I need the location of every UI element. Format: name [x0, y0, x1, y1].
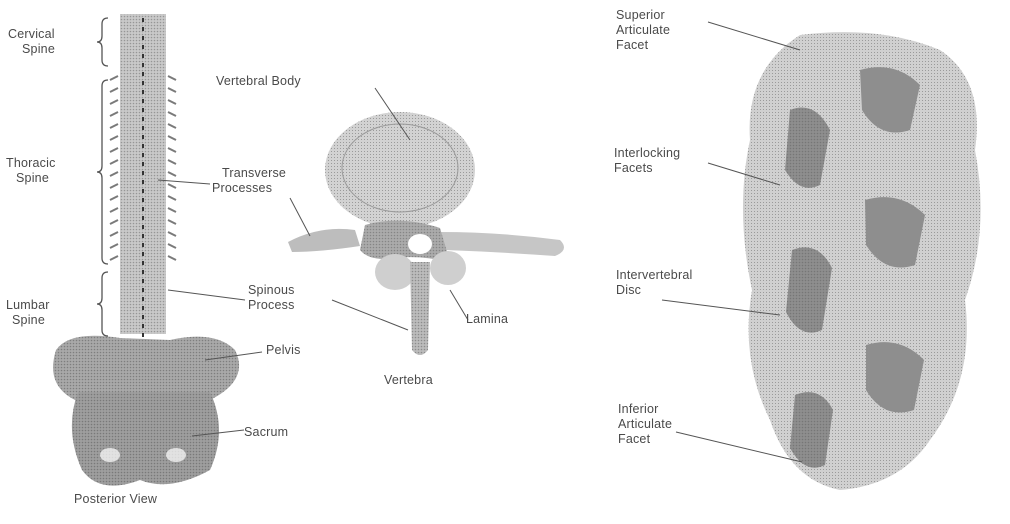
label-thoracic-spine: Thoracic Spine: [6, 156, 56, 186]
label-lumbar-line2: Spine: [6, 313, 50, 328]
label-lamina: Lamina: [466, 312, 508, 327]
label-vertebra: Vertebra: [384, 373, 433, 388]
label-interlocking-line2: Facets: [614, 161, 680, 176]
label-spinous-process: Spinous Process: [248, 283, 295, 313]
lamina-right: [430, 251, 466, 285]
transverse-process-right: [440, 232, 564, 256]
transverse-process-left: [288, 229, 360, 252]
label-thoracic-line1: Thoracic: [6, 156, 56, 171]
label-inferior-line1: Inferior: [618, 402, 672, 417]
label-interlocking-facets: Interlocking Facets: [614, 146, 680, 176]
label-lumbar-line1: Lumbar: [6, 298, 50, 313]
label-inferior-line3: Facet: [618, 432, 672, 447]
label-lamina-text: Lamina: [466, 312, 508, 327]
label-disc-line1: Intervertebral: [616, 268, 692, 283]
label-superior-articulate-facet: Superior Articulate Facet: [616, 8, 670, 53]
spine-segment-illustration: [662, 22, 981, 490]
label-superior-line2: Articulate: [616, 23, 670, 38]
label-lumbar-spine: Lumbar Spine: [6, 298, 50, 328]
label-spinous-line2: Process: [248, 298, 295, 313]
lamina-left: [375, 254, 415, 290]
spinal-canal: [408, 234, 432, 254]
label-vertebral-body: Vertebral Body: [216, 74, 301, 89]
label-inferior-line2: Articulate: [618, 417, 672, 432]
label-sacrum-text: Sacrum: [244, 425, 288, 440]
label-transverse-line2: Processes: [212, 181, 286, 196]
label-pelvis-text: Pelvis: [266, 343, 301, 358]
label-intervertebral-disc: Intervertebral Disc: [616, 268, 692, 298]
vertebra-illustration: [288, 88, 564, 355]
label-posterior-view: Posterior View: [74, 492, 157, 507]
label-cervical-line1: Cervical: [8, 27, 55, 42]
label-inferior-articulate-facet: Inferior Articulate Facet: [618, 402, 672, 447]
label-vertebral-body-text: Vertebral Body: [216, 74, 301, 89]
label-superior-line1: Superior: [616, 8, 670, 23]
label-sacrum: Sacrum: [244, 425, 288, 440]
label-spinous-line1: Spinous: [248, 283, 295, 298]
region-braces: [97, 18, 108, 336]
label-transverse-processes: Transverse Processes: [212, 166, 286, 196]
label-posterior-view-text: Posterior View: [74, 492, 157, 507]
label-interlocking-line1: Interlocking: [614, 146, 680, 161]
label-cervical-line2: Spine: [8, 42, 55, 57]
label-vertebra-text: Vertebra: [384, 373, 433, 388]
label-pelvis: Pelvis: [266, 343, 301, 358]
label-disc-line2: Disc: [616, 283, 692, 298]
label-thoracic-line2: Spine: [6, 171, 56, 186]
label-cervical-spine: Cervical Spine: [8, 27, 55, 57]
label-superior-line3: Facet: [616, 38, 670, 53]
label-transverse-line1: Transverse: [212, 166, 286, 181]
